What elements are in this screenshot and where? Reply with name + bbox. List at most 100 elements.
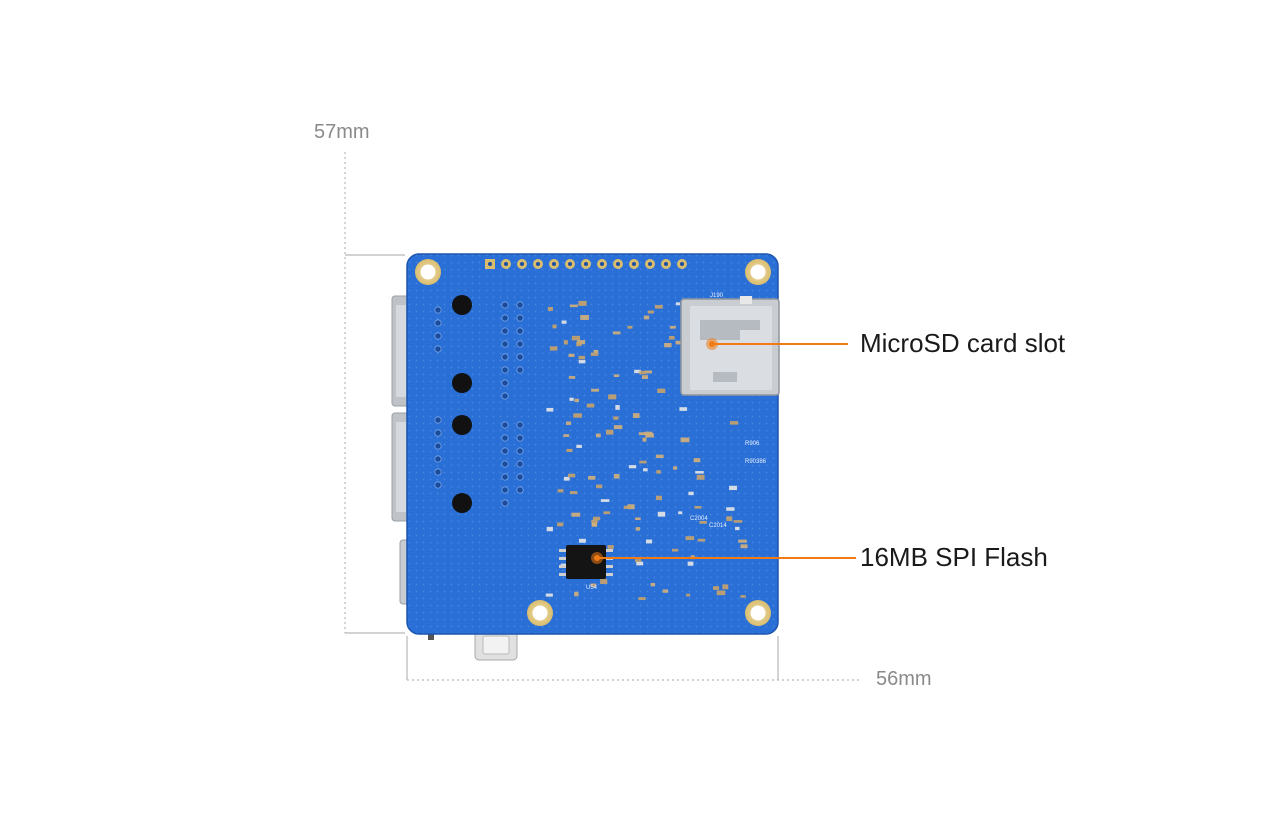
smd-part	[645, 433, 654, 438]
smd-part	[546, 407, 554, 412]
black-components	[452, 295, 472, 513]
smd-part	[655, 454, 664, 459]
smd-part	[655, 495, 662, 501]
smd-part	[654, 305, 663, 309]
via	[501, 340, 509, 348]
smd-part	[679, 407, 688, 411]
smd-part	[638, 432, 645, 436]
smd-part	[643, 315, 650, 320]
smd-part	[595, 433, 601, 438]
smd-part	[590, 583, 597, 587]
smd-part	[740, 544, 748, 549]
smd-part	[675, 340, 681, 345]
smd-part	[639, 370, 647, 375]
smd-components	[545, 300, 748, 601]
smd-part	[552, 324, 557, 329]
smd-part	[574, 591, 579, 597]
smd-part	[591, 521, 598, 527]
mounting-holes	[415, 259, 771, 626]
smd-part	[596, 484, 603, 489]
smd-part	[672, 548, 679, 552]
spi-flash-callout-label: 16MB SPI Flash	[860, 542, 1048, 572]
via	[516, 447, 524, 455]
via	[434, 332, 442, 340]
height-dimension-label: 57mm	[314, 121, 370, 143]
smd-part	[603, 511, 611, 515]
smd-part	[669, 325, 676, 329]
smd-part	[606, 429, 614, 435]
smd-part	[607, 545, 614, 549]
smd-part	[574, 398, 579, 403]
smd-part	[600, 499, 610, 502]
via	[501, 366, 509, 374]
smd-part	[545, 593, 553, 597]
header-pin-hole	[680, 262, 684, 266]
via	[434, 481, 442, 489]
smd-part	[588, 475, 596, 480]
smd-part	[729, 485, 738, 491]
height-dimension	[344, 152, 405, 634]
smd-part	[713, 586, 720, 590]
width-dimension	[406, 636, 862, 681]
smd-part	[593, 516, 601, 521]
via	[434, 416, 442, 424]
via	[501, 314, 509, 322]
smd-part	[695, 471, 704, 474]
via	[501, 473, 509, 481]
marking-j190: J190	[710, 293, 724, 299]
smd-part	[657, 388, 666, 393]
header-pin-hole	[648, 262, 652, 266]
via	[434, 319, 442, 327]
smd-part	[568, 353, 575, 357]
via	[516, 353, 524, 361]
via	[516, 301, 524, 309]
via	[516, 434, 524, 442]
microsd-callout-label: MicroSD card slot	[860, 328, 1066, 358]
smd-part	[687, 561, 694, 566]
smd-part	[569, 397, 574, 401]
via	[516, 486, 524, 494]
smd-part	[608, 394, 617, 400]
smd-part	[563, 476, 570, 481]
via	[501, 486, 509, 494]
smd-part	[573, 413, 582, 418]
spi-flash-chip	[559, 545, 613, 579]
width-dimension-label: 56mm	[876, 668, 932, 690]
smd-part	[632, 413, 640, 418]
smd-part	[576, 444, 582, 448]
via	[501, 379, 509, 387]
via	[516, 327, 524, 335]
smd-part	[634, 369, 641, 374]
via-columns	[434, 301, 524, 507]
smd-part	[726, 516, 733, 521]
smd-part	[699, 520, 707, 524]
header-pin-hole	[552, 262, 556, 266]
smd-part	[696, 474, 705, 480]
smd-part	[565, 421, 572, 425]
smd-part	[650, 582, 656, 587]
smd-part	[697, 538, 706, 542]
header-pin-hole	[664, 262, 668, 266]
gpio-header	[485, 259, 687, 269]
smd-part	[578, 360, 586, 364]
smd-part	[634, 559, 642, 562]
smd-part	[593, 349, 599, 353]
smd-part	[576, 342, 582, 347]
smd-part	[662, 589, 669, 593]
smd-part	[591, 388, 600, 392]
header-pin-hole	[632, 262, 636, 266]
smd-part	[638, 597, 646, 601]
smd-part	[740, 595, 746, 598]
smd-part	[569, 304, 578, 308]
callout-spi-flash	[591, 552, 856, 564]
smd-part	[735, 526, 740, 531]
header-pin-hole	[504, 262, 508, 266]
header-pin-hole	[488, 262, 492, 266]
smd-part	[615, 405, 620, 410]
smd-part	[657, 511, 666, 517]
smd-part	[579, 538, 586, 543]
smd-part	[685, 536, 695, 541]
via	[434, 442, 442, 450]
smd-part	[561, 320, 567, 324]
